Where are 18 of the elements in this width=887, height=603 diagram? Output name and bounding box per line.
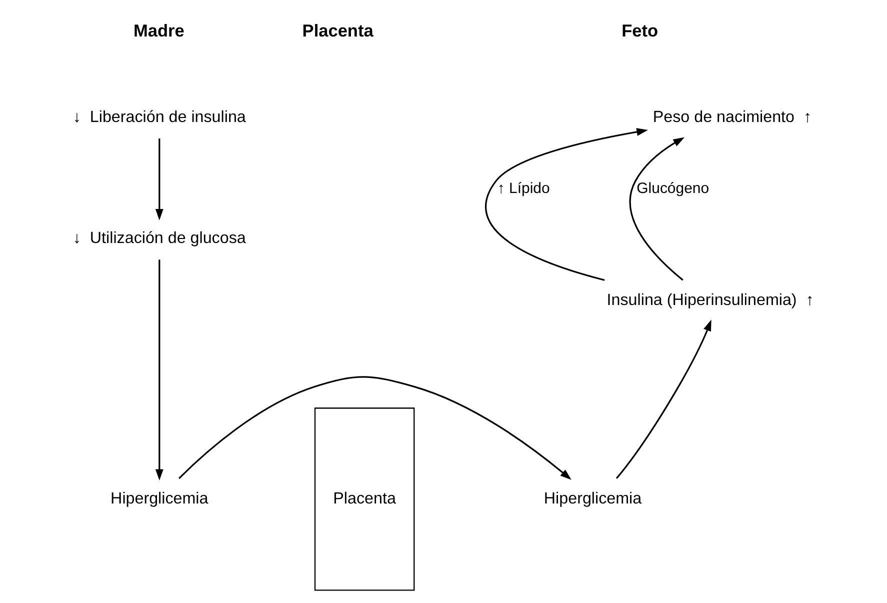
edge-label: ↑ Lípido	[497, 180, 550, 198]
label: Madre	[133, 20, 184, 40]
arrow	[178, 376, 572, 480]
arrow	[485, 128, 648, 281]
edge-label: Glucógeno	[636, 180, 710, 198]
node-text: ↓ Liberación de insulina	[72, 108, 246, 126]
node-box: Placenta	[314, 408, 415, 591]
node-text: Hiperglicemia	[110, 489, 208, 508]
arrow	[155, 138, 164, 220]
node-text: Insulina (Hiperinsulinemia) ↑	[606, 291, 814, 310]
arrow	[629, 137, 685, 281]
node-text: ↓ Utilización de glucosa	[72, 228, 246, 247]
label: Placenta	[302, 20, 374, 40]
arrow	[616, 320, 712, 479]
arrow	[155, 260, 164, 481]
label: Feto	[622, 20, 658, 40]
node-text: Hiperglicemia	[544, 489, 642, 508]
node-text: Peso de nacimiento ↑	[652, 108, 812, 126]
